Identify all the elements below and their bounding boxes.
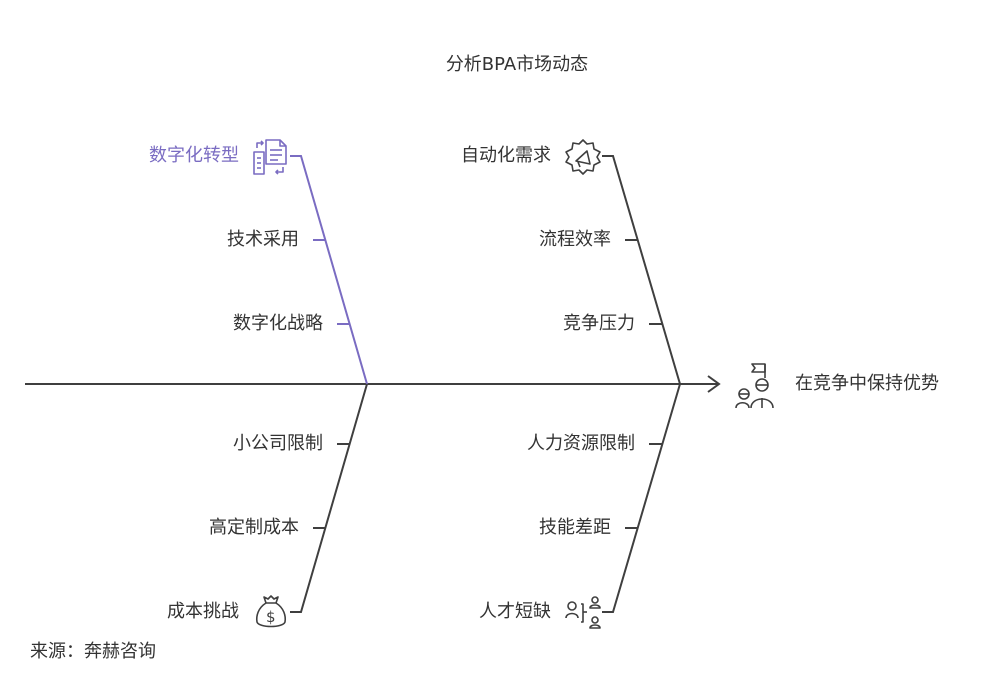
cause-label: 数字化战略 bbox=[233, 313, 323, 334]
bone-automation bbox=[602, 155, 681, 385]
money-bag-icon: $ bbox=[255, 595, 287, 628]
people-network-icon bbox=[565, 596, 601, 629]
cause-label: 人力资源限制 bbox=[527, 433, 635, 454]
cause-label: 技能差距 bbox=[539, 517, 611, 538]
gear-megaphone-icon bbox=[565, 139, 601, 175]
cause-label: 竞争压力 bbox=[563, 313, 635, 334]
cause-label: 流程效率 bbox=[539, 229, 611, 250]
diagram-title: 分析BPA市场动态 bbox=[445, 54, 589, 75]
bone-digital bbox=[290, 155, 368, 385]
bone-talent bbox=[602, 383, 681, 613]
category-label-digital: 数字化转型 bbox=[149, 145, 239, 166]
document-transfer-icon bbox=[253, 139, 287, 175]
category-label-cost: 成本挑战 bbox=[167, 601, 239, 622]
svg-text:$: $ bbox=[266, 608, 276, 626]
team-flag-icon bbox=[735, 363, 774, 409]
source-note: 来源：奔赫咨询 bbox=[30, 641, 156, 662]
bone-cost bbox=[290, 383, 368, 613]
category-label-talent: 人才短缺 bbox=[479, 601, 551, 622]
category-label-automation: 自动化需求 bbox=[461, 145, 551, 166]
cause-label: 小公司限制 bbox=[233, 433, 323, 454]
spine-arrowhead bbox=[707, 375, 721, 393]
cause-label: 高定制成本 bbox=[209, 517, 299, 538]
outcome-label: 在竞争中保持优势 bbox=[795, 373, 939, 394]
cause-label: 技术采用 bbox=[227, 229, 299, 250]
